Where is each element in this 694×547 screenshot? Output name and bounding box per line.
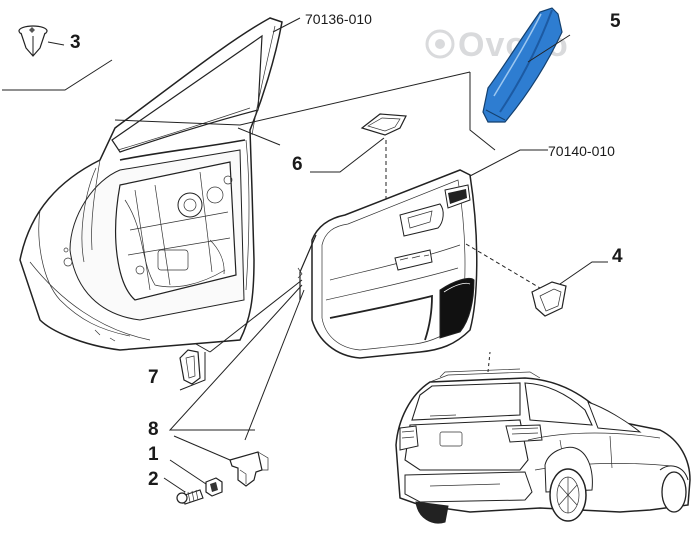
cover-part-4 xyxy=(531,281,567,317)
reference-code-70136-010: 70136-010 xyxy=(305,11,372,27)
trim-part-6 xyxy=(360,113,407,136)
window-regulator xyxy=(115,139,246,301)
highlighted-trim-part-5 xyxy=(482,7,563,123)
callout-3: 3 xyxy=(70,32,81,53)
door-trim-panel xyxy=(297,169,478,359)
callout-4: 4 xyxy=(612,246,623,267)
vehicle-rear-view xyxy=(395,351,691,524)
clip-part-7 xyxy=(179,349,201,385)
callout-1: 1 xyxy=(148,444,159,465)
clip-part-3 xyxy=(18,25,48,57)
bracket-part-8 xyxy=(229,451,269,487)
screw-part-2 xyxy=(176,489,204,505)
callout-5: 5 xyxy=(610,11,621,32)
callout-8: 8 xyxy=(148,419,159,440)
callout-7: 7 xyxy=(148,367,159,388)
clip-part-1 xyxy=(205,477,223,497)
callout-2: 2 xyxy=(148,469,159,490)
callout-6: 6 xyxy=(292,154,303,175)
reference-code-70140-010: 70140-010 xyxy=(548,143,615,159)
